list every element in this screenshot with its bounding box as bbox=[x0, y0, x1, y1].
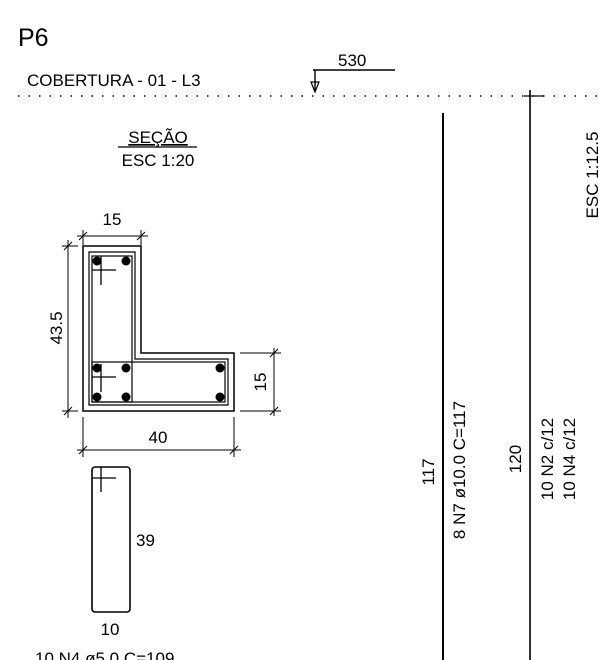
stirrup-vertical bbox=[91, 255, 133, 403]
stirrup-quantity-label: 10 N4 ø5.0 C=109 bbox=[35, 649, 174, 660]
stirrup-horizontal bbox=[91, 361, 226, 403]
stirrup-detail bbox=[91, 466, 131, 613]
dim-section-height bbox=[62, 240, 78, 418]
level-marker bbox=[310, 69, 395, 94]
stirrup-zone-label-2: 10 N4 c/12 bbox=[560, 418, 579, 500]
dim-flange-height-label: 15 bbox=[251, 373, 270, 392]
stirrup-zone-length-label: 120 bbox=[506, 445, 525, 473]
dim-total-width-label: 40 bbox=[149, 428, 168, 447]
dim-section-height-label: 43.5 bbox=[47, 311, 66, 344]
bar-quantity-label: 8 N7 ø10.0 C=117 bbox=[450, 401, 469, 539]
stirrup-zone-label-1: 10 N2 c/12 bbox=[538, 418, 557, 500]
column-title: P6 bbox=[18, 24, 49, 52]
section-stirrup-outer bbox=[88, 251, 229, 406]
stirrup-detail-hook bbox=[92, 467, 116, 492]
dim-flange-height bbox=[240, 348, 281, 416]
dim-total-width bbox=[77, 417, 241, 457]
level-value: 530 bbox=[338, 51, 366, 70]
dim-top-width bbox=[77, 230, 148, 245]
right-edge-label: ESC 1:12.5 bbox=[583, 132, 599, 219]
stirrup-width-label: 10 bbox=[101, 620, 120, 639]
bar-length-label: 117 bbox=[419, 458, 438, 485]
section-scale: ESC 1:20 bbox=[122, 151, 195, 170]
stirrup-height-label: 39 bbox=[136, 531, 155, 550]
dim-top-width-label: 15 bbox=[103, 210, 122, 229]
section-outline bbox=[82, 245, 235, 412]
level-label: COBERTURA - 01 - L3 bbox=[27, 71, 201, 90]
rebar-dots bbox=[92, 256, 225, 402]
section-title: SEÇÃO bbox=[128, 128, 188, 147]
